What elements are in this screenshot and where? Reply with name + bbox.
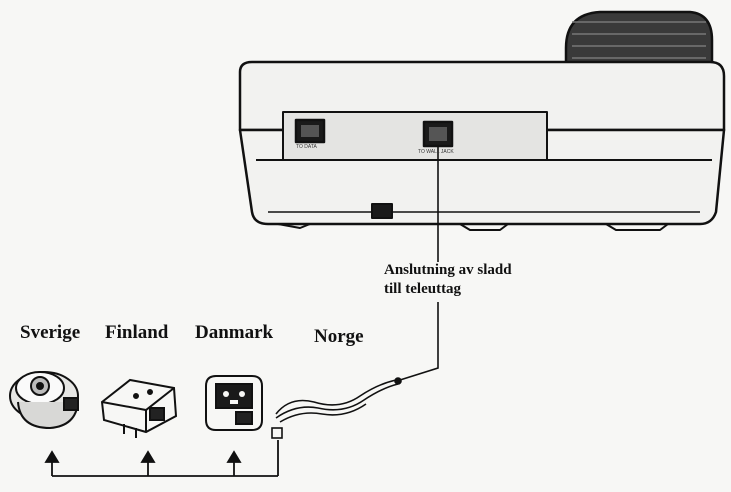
country-label-finland: Finland: [105, 322, 169, 343]
telephone-base: [238, 10, 726, 231]
arrow-finland: [140, 450, 156, 463]
country-label-norge: Norge: [314, 326, 364, 347]
arrow-danmark: [226, 450, 242, 463]
danmark-adapter: [205, 375, 263, 431]
rear-panel: [282, 111, 548, 161]
country-label-danmark: Danmark: [195, 322, 274, 343]
data-port-label: TO DATA: [296, 144, 317, 150]
connector-bracket: [44, 440, 279, 477]
arrow-sverige: [44, 450, 60, 463]
country-label-sverige: Sverige: [20, 322, 81, 343]
cord-leader-line-lower: [399, 302, 439, 381]
callout-line-2: till teleuttag: [384, 281, 462, 297]
callout-line-1: Anslutning av sladd: [384, 262, 512, 278]
wall-jack-port-label: TO WALL JACK: [418, 149, 454, 155]
bottom-connector: [371, 203, 393, 219]
sverige-adapter: [9, 371, 79, 430]
finland-adapter: [100, 378, 178, 438]
norge-cord: [271, 377, 402, 439]
